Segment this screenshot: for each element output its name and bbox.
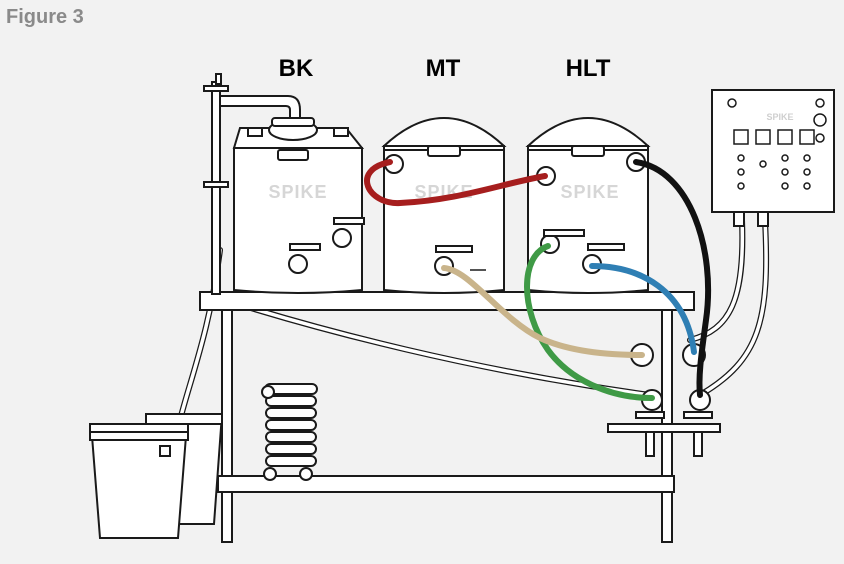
control-panel: SPIKE [711, 89, 835, 227]
wort-chiller [261, 383, 318, 481]
brand-logo-panel: SPIKE [766, 112, 793, 122]
brand-logo-bk: SPIKE [268, 182, 327, 202]
figure-label: Figure 3 [6, 6, 84, 28]
vessel-label-mt: MT [426, 55, 461, 82]
brand-logo-hlt: SPIKE [560, 182, 619, 202]
bucket-front [89, 423, 189, 539]
hose-tan [441, 265, 645, 358]
hose-black [633, 159, 712, 398]
vessel-bk: SPIKE [232, 117, 365, 294]
pump-manifold [607, 343, 721, 457]
vessel-hlt: SPIKE [525, 117, 651, 294]
table [199, 291, 695, 543]
hose-blue [589, 263, 697, 355]
hose-green [524, 243, 655, 401]
vessel-label-bk: BK [279, 55, 314, 82]
colored-hoses [364, 159, 712, 401]
vessel-mt: SPIKE [381, 117, 507, 294]
hose-red [364, 159, 548, 207]
vessel-label-hlt: HLT [566, 55, 611, 82]
